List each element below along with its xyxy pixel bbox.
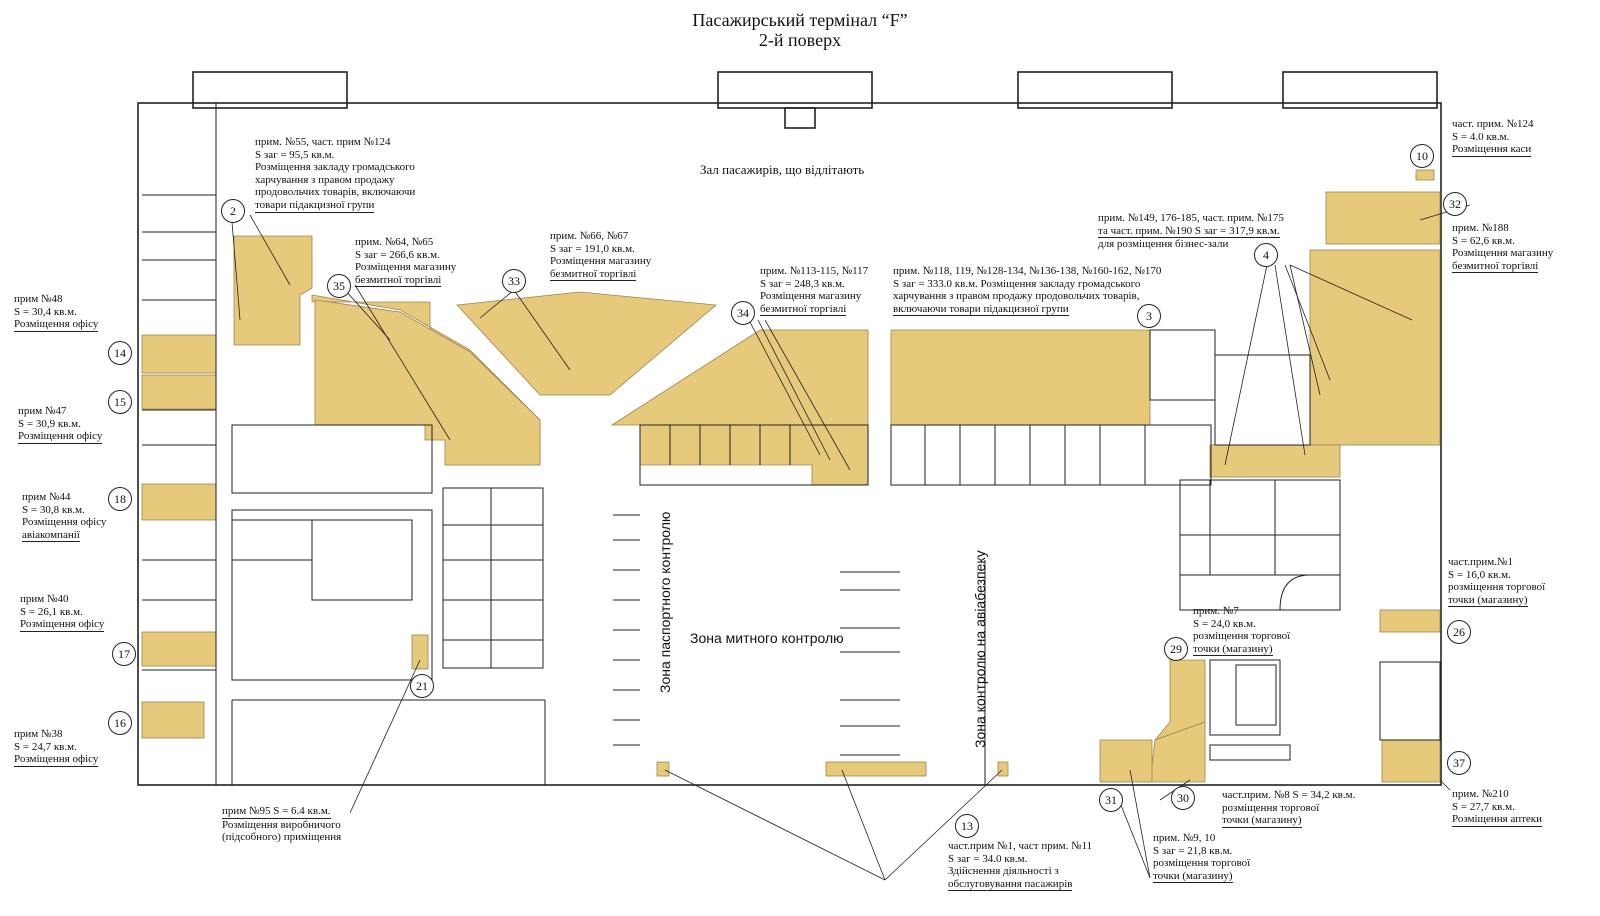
marker-15: 15	[108, 390, 132, 414]
marker-33: 33	[502, 269, 526, 293]
marker-10: 10	[1410, 144, 1434, 168]
stair-block-4	[1282, 71, 1438, 109]
marker-37: 37	[1447, 751, 1471, 775]
area-18	[141, 483, 217, 521]
marker-14: 14	[108, 341, 132, 365]
marker-13: 13	[955, 814, 979, 838]
area-13a	[656, 761, 670, 777]
label-area-21: прим №95 S = 6.4 кв.м.Розміщення виробни…	[222, 805, 342, 844]
marker-35: 35	[327, 274, 351, 298]
area-13b	[825, 761, 927, 777]
marker-31: 31	[1099, 788, 1123, 812]
area-16	[141, 701, 205, 739]
marker-21: 21	[410, 674, 434, 698]
area-14	[141, 334, 217, 374]
marker-34: 34	[731, 301, 755, 325]
area-26	[1379, 609, 1441, 633]
area-2	[233, 235, 313, 346]
area-3	[890, 329, 1151, 426]
area-15	[141, 374, 217, 410]
area-31	[1099, 739, 1153, 783]
area-21	[411, 634, 429, 670]
area-4b	[1209, 444, 1341, 478]
label-area-30: част.прим. №8 S = 34,2 кв.м.розміщення т…	[1222, 789, 1356, 828]
stair-block-3	[1017, 71, 1173, 109]
label-area-3: прим. №118, 119, №128-134, №136-138, №16…	[893, 265, 1162, 317]
page-subtitle: 2-й поверх	[758, 30, 842, 50]
security-zone-label: Зона контролю на авіабезпеку	[972, 550, 988, 748]
marker-16: 16	[108, 711, 132, 735]
area-17	[141, 631, 217, 667]
area-4	[1309, 249, 1441, 446]
marker-29: 29	[1164, 637, 1188, 661]
marker-30: 30	[1171, 786, 1195, 810]
page-title: Пасажирський термінал “F”	[692, 10, 908, 30]
marker-3: 3	[1137, 304, 1161, 328]
area-33	[456, 291, 717, 396]
marker-18: 18	[108, 487, 132, 511]
area-32	[1325, 191, 1441, 245]
stair-block-1	[192, 71, 348, 109]
marker-26: 26	[1447, 620, 1471, 644]
area-37	[1381, 739, 1441, 783]
customs-zone-label: Зона митного контролю	[690, 630, 844, 646]
departure-hall-label: Зал пасажирів, що відлітають	[700, 162, 865, 177]
passport-zone-label: Зона паспортного контролю	[657, 511, 673, 693]
area-13c	[997, 761, 1009, 777]
marker-4: 4	[1254, 243, 1278, 267]
marker-32: 32	[1443, 192, 1467, 216]
terminal-outline	[137, 102, 1442, 786]
area-10	[1415, 169, 1435, 181]
marker-17: 17	[112, 642, 136, 666]
marker-2: 2	[221, 199, 245, 223]
